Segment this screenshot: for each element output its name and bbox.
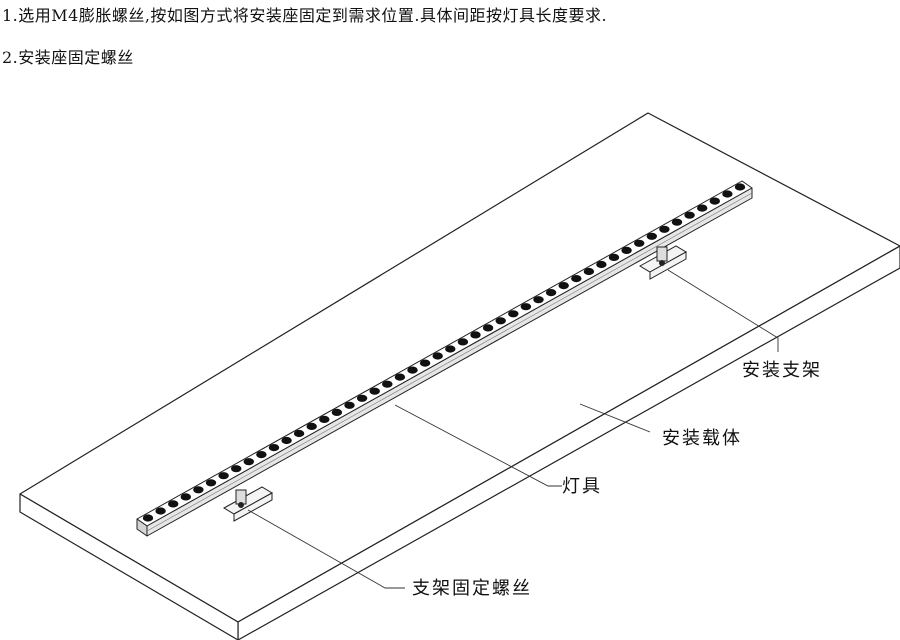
callout-bracket-screw: 支架固定螺丝 bbox=[412, 578, 532, 599]
led-lens bbox=[407, 366, 418, 374]
led-lens bbox=[697, 204, 708, 212]
led-lens bbox=[419, 359, 431, 367]
led-lens bbox=[646, 232, 657, 240]
led-lens bbox=[281, 436, 292, 445]
led-lens bbox=[671, 218, 683, 226]
mounting-bracket-left bbox=[222, 486, 274, 522]
leader-lines bbox=[247, 269, 779, 589]
led-lens bbox=[533, 296, 544, 304]
callout-fixture: 灯具 bbox=[562, 476, 602, 497]
led-lens bbox=[218, 472, 229, 480]
led-lens bbox=[520, 303, 532, 311]
led-lens bbox=[684, 211, 695, 219]
led-lens bbox=[634, 239, 645, 247]
led-lens bbox=[268, 444, 280, 452]
led-lens bbox=[457, 338, 469, 346]
led-lens bbox=[168, 500, 179, 508]
led-lens bbox=[205, 479, 217, 487]
led-lens bbox=[621, 246, 632, 254]
led-lens bbox=[722, 190, 733, 198]
leader-line-bracket-screw bbox=[247, 509, 405, 589]
led-lens bbox=[495, 317, 506, 325]
led-lens bbox=[243, 458, 254, 466]
led-lens bbox=[319, 415, 330, 423]
led-lens bbox=[659, 225, 670, 233]
led-lens bbox=[369, 387, 380, 395]
led-lens bbox=[193, 486, 204, 494]
led-lens bbox=[356, 394, 368, 402]
led-lens bbox=[142, 514, 154, 522]
led-wall-washer-fixture bbox=[136, 180, 753, 537]
fixture-left-end bbox=[136, 518, 148, 537]
mounting-bracket-right bbox=[639, 245, 687, 280]
instruction-step-1: 1.选用M4膨胀螺丝,按如图方式将安装座固定到需求位置.具体间距按灯具长度要求. bbox=[2, 6, 608, 25]
led-lens bbox=[231, 465, 242, 473]
instruction-step-2: 2.安装座固定螺丝 bbox=[2, 48, 134, 67]
led-lens bbox=[545, 289, 557, 297]
led-lens bbox=[344, 401, 355, 409]
led-lens bbox=[583, 267, 595, 276]
callout-bracket: 安装支架 bbox=[742, 360, 822, 381]
lens-row bbox=[142, 183, 746, 522]
led-lens bbox=[432, 352, 443, 360]
led-lens bbox=[482, 324, 494, 332]
callout-carrier: 安装载体 bbox=[662, 428, 742, 449]
led-lens bbox=[306, 422, 317, 430]
leader-line-bracket bbox=[667, 269, 779, 352]
led-lens bbox=[331, 408, 343, 416]
led-lens bbox=[382, 380, 393, 388]
leader-line-fixture bbox=[394, 404, 562, 487]
led-lens bbox=[558, 282, 569, 290]
led-lens bbox=[394, 373, 406, 381]
led-lens bbox=[508, 310, 519, 318]
leader-line-carrier bbox=[579, 403, 651, 433]
led-lens bbox=[180, 493, 191, 501]
led-lens bbox=[709, 197, 720, 205]
led-lens bbox=[445, 345, 456, 353]
led-lens bbox=[734, 183, 746, 191]
led-lens bbox=[571, 275, 582, 283]
led-lens bbox=[596, 260, 607, 269]
led-lens bbox=[155, 507, 166, 515]
led-lens bbox=[256, 451, 267, 459]
led-lens bbox=[470, 331, 481, 339]
board-left-face bbox=[19, 493, 239, 640]
led-lens bbox=[608, 253, 620, 261]
led-lens bbox=[293, 429, 305, 438]
